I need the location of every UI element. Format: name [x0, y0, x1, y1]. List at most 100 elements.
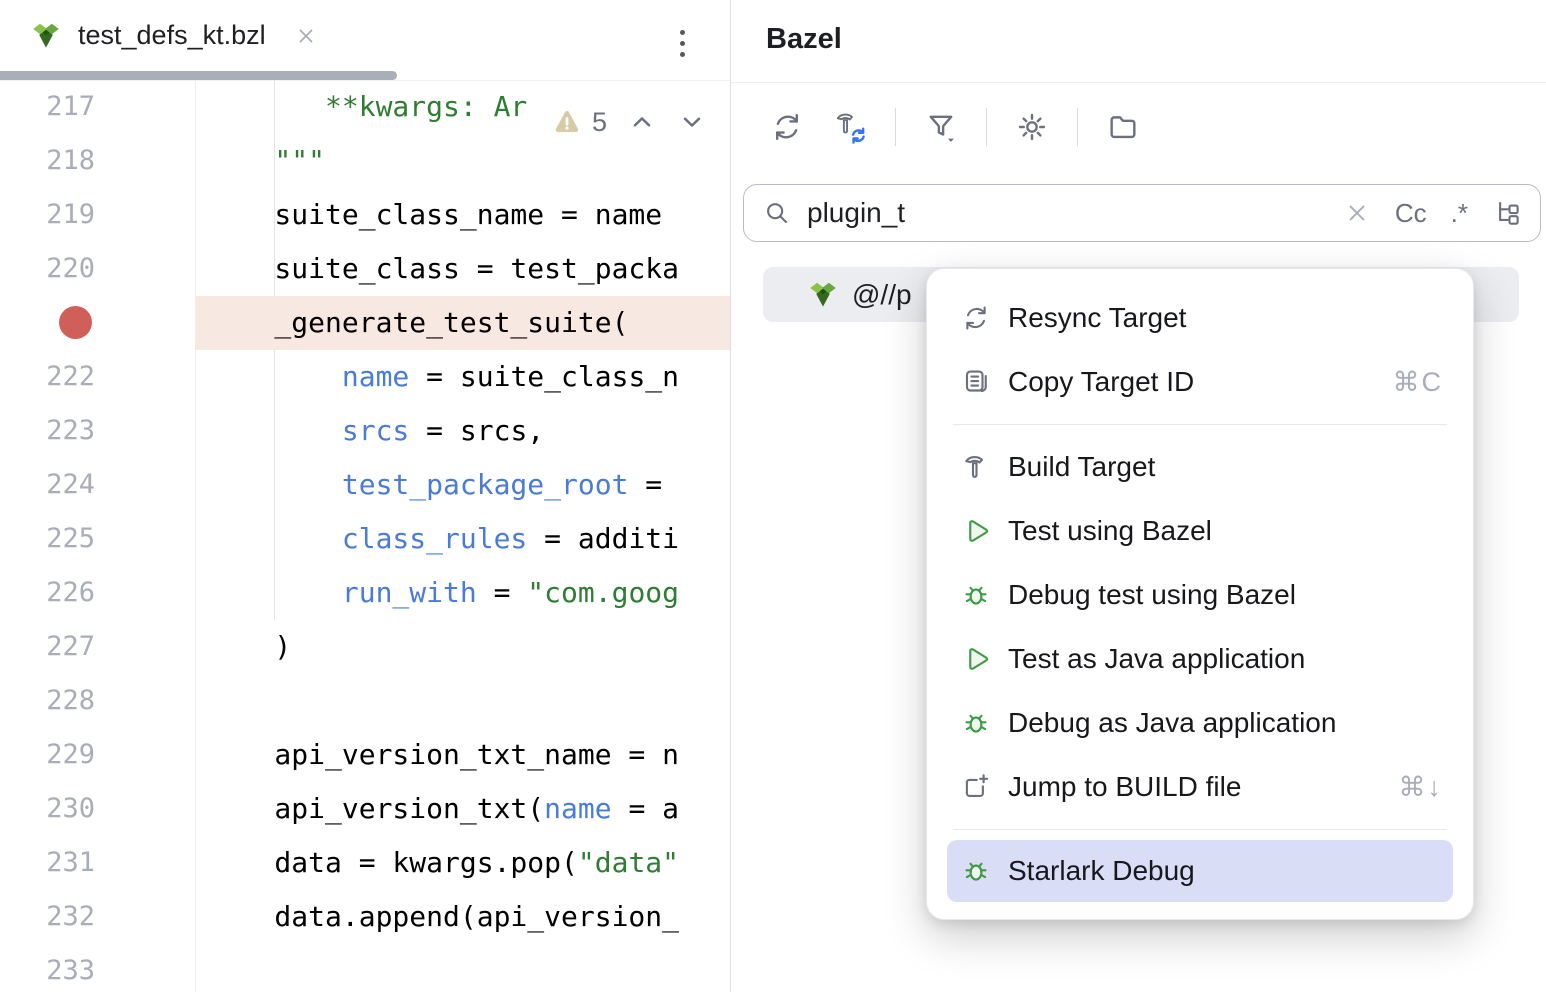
- code-line: 226 run_with = "com.goog: [0, 566, 730, 620]
- line-number[interactable]: 226: [46, 577, 95, 608]
- code-text[interactable]: data.append(api_version_: [207, 900, 680, 933]
- code-editor[interactable]: 217 **kwargs: Ar 218 """ 219 suite_class_n…: [0, 80, 730, 992]
- tab-test-defs-kt-bzl[interactable]: test_defs_kt.bzl: [0, 0, 318, 71]
- code-text[interactable]: test_package_root =: [341, 468, 680, 501]
- menu-item-shortcut: ⌘↓: [1398, 771, 1443, 802]
- editor-options-kebab-icon[interactable]: [672, 21, 692, 65]
- code-text[interactable]: api_version_txt_name = n: [207, 738, 680, 771]
- match-case-toggle[interactable]: Cc: [1394, 197, 1427, 228]
- line-number[interactable]: 218: [46, 145, 95, 176]
- active-tab-indicator[interactable]: [0, 71, 397, 80]
- line-number[interactable]: 229: [46, 739, 95, 770]
- run-icon: [961, 644, 991, 674]
- code-line: 229 api_version_txt_name = n: [0, 728, 730, 782]
- menu-item-build-target[interactable]: Build Target: [927, 435, 1473, 499]
- line-number[interactable]: 219: [46, 199, 95, 230]
- menu-item-copy-target-id[interactable]: Copy Target ID⌘C: [927, 350, 1473, 414]
- menu-item-debug-test-using-bazel[interactable]: Debug test using Bazel: [927, 563, 1473, 627]
- close-tab-icon[interactable]: [294, 24, 318, 48]
- target-search-field[interactable]: plugin_t Cc .*: [743, 184, 1541, 242]
- code-line: 222 name = suite_class_n: [0, 350, 730, 404]
- code-line: 233: [0, 944, 730, 992]
- toolbar-separator: [1077, 108, 1078, 146]
- line-number[interactable]: 225: [46, 523, 95, 554]
- show-as-tree-icon[interactable]: [1492, 198, 1522, 228]
- menu-item-label: Debug test using Bazel: [1008, 579, 1296, 610]
- line-number[interactable]: 232: [46, 901, 95, 932]
- line-number[interactable]: 217: [46, 91, 95, 122]
- editor-tab-bar: test_defs_kt.bzl: [0, 0, 730, 81]
- target-label: @//p: [852, 278, 912, 310]
- line-number[interactable]: 228: [46, 685, 95, 716]
- menu-item-label: Resync Target: [1008, 302, 1187, 333]
- code-text[interactable]: class_rules = additi: [341, 522, 680, 555]
- menu-item-jump-to-build-file[interactable]: Jump to BUILD file ⌘↓: [927, 755, 1473, 819]
- line-number[interactable]: 231: [46, 847, 95, 878]
- line-number[interactable]: 227: [46, 631, 95, 662]
- line-number[interactable]: 222: [46, 361, 95, 392]
- search-icon: [762, 198, 792, 228]
- breakpoint-dot[interactable]: [59, 306, 92, 339]
- code-line: 232 data.append(api_version_: [0, 890, 730, 944]
- menu-item-label: Build Target: [1008, 451, 1156, 482]
- run-icon: [961, 516, 991, 546]
- code-line: 223 srcs = srcs,: [0, 404, 730, 458]
- code-line: 227 ): [0, 620, 730, 674]
- code-text[interactable]: run_with = "com.goog: [341, 576, 680, 609]
- code-line: 228: [0, 674, 730, 728]
- previous-warning-chevron-up-icon[interactable]: [627, 107, 657, 137]
- code-text[interactable]: srcs = srcs,: [341, 414, 545, 447]
- indent-guide: [274, 80, 275, 296]
- code-line: 224 test_package_root =: [0, 458, 730, 512]
- tab-title: test_defs_kt.bzl: [78, 20, 266, 50]
- code-text[interactable]: suite_class_name = name: [207, 198, 680, 231]
- clear-search-icon[interactable]: [1343, 199, 1371, 227]
- editor-pane: test_defs_kt.bzl 217 **kwargs: Ar 218 """…: [0, 0, 730, 992]
- menu-item-test-using-bazel[interactable]: Test using Bazel: [927, 499, 1473, 563]
- line-number[interactable]: 230: [46, 793, 95, 824]
- code-text[interactable]: _generate_test_suite(: [195, 296, 730, 350]
- code-line: 219 suite_class_name = name: [0, 188, 730, 242]
- line-number[interactable]: 223: [46, 415, 95, 446]
- menu-item-label: Debug as Java application: [1008, 707, 1337, 738]
- line-number[interactable]: 220: [46, 253, 95, 284]
- resync-icon: [961, 303, 991, 333]
- regex-toggle[interactable]: .*: [1450, 197, 1468, 228]
- indent-guide: [274, 350, 275, 620]
- menu-item-label: Test as Java application: [1008, 643, 1306, 674]
- next-warning-chevron-down-icon[interactable]: [677, 107, 707, 137]
- sync-icon[interactable]: [769, 109, 805, 145]
- tool-window-header: Bazel: [731, 0, 1546, 83]
- bazel-file-icon: [30, 20, 62, 52]
- toolbar-separator: [986, 108, 987, 146]
- build-resync-icon[interactable]: [832, 109, 868, 145]
- menu-item-label: Starlark Debug: [1008, 855, 1195, 886]
- menu-item-test-as-java-application[interactable]: Test as Java application: [927, 627, 1473, 691]
- line-number[interactable]: 233: [46, 955, 95, 986]
- search-input[interactable]: plugin_t: [807, 197, 906, 228]
- settings-icon[interactable]: [1014, 109, 1050, 145]
- inspections-widget[interactable]: 5: [541, 98, 717, 146]
- hammer-icon: [961, 452, 991, 482]
- line-number[interactable]: 224: [46, 469, 95, 500]
- menu-item-starlark-debug[interactable]: Starlark Debug: [947, 840, 1453, 902]
- debug-icon: [961, 580, 991, 610]
- code-text[interactable]: suite_class = test_packa: [207, 252, 680, 285]
- menu-item-resync-target[interactable]: Resync Target: [927, 286, 1473, 350]
- code-text[interactable]: api_version_txt(name = a: [207, 792, 680, 825]
- code-line: 225 class_rules = additi: [0, 512, 730, 566]
- toolbar-separator: [895, 108, 896, 146]
- code-text[interactable]: **kwargs: Ar: [207, 90, 528, 123]
- code-text[interactable]: data = kwargs.pop("data": [207, 846, 680, 879]
- code-text[interactable]: name = suite_class_n: [341, 360, 680, 393]
- code-line: 231 data = kwargs.pop("data": [0, 836, 730, 890]
- folder-icon[interactable]: [1105, 109, 1141, 145]
- bazel-target-icon: [807, 279, 839, 311]
- filter-icon[interactable]: [923, 109, 959, 145]
- menu-item-debug-as-java-application[interactable]: Debug as Java application: [927, 691, 1473, 755]
- code-text[interactable]: ): [207, 630, 292, 663]
- warning-icon: [552, 107, 582, 137]
- menu-item-label: Jump to BUILD file: [1008, 771, 1242, 802]
- code-text[interactable]: """: [207, 144, 326, 177]
